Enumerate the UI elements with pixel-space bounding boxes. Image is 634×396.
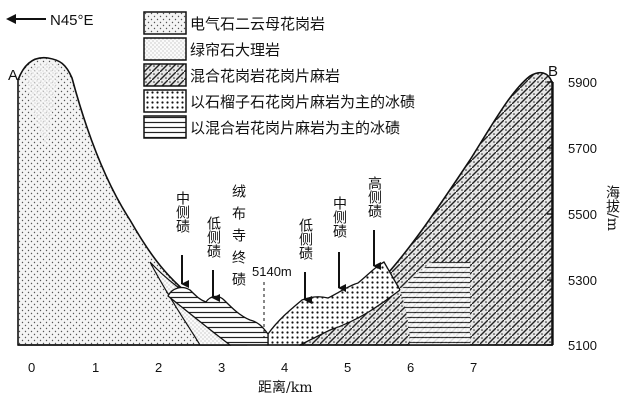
y-tick-label: 5700 xyxy=(568,141,597,156)
elevation-marker: 5140m xyxy=(252,264,292,338)
svg-text:低侧碛: 低侧碛 xyxy=(205,216,221,258)
x-tick-label: 5 xyxy=(344,360,351,375)
legend-label: 绿帘石大理岩 xyxy=(190,41,280,59)
y-tick-label: 5900 xyxy=(568,75,597,90)
left-mid-moraine-label: 中侧碛 xyxy=(174,191,190,288)
end-label-a: A xyxy=(8,67,18,84)
svg-text:中侧碛: 中侧碛 xyxy=(174,191,190,233)
legend-label: 以混合岩花岗片麻岩为主的冰碛 xyxy=(190,119,400,137)
legend-item-marble: 绿帘石大理岩 xyxy=(143,37,280,61)
direction-label: N45°E xyxy=(50,12,94,29)
x-tick-label: 0 xyxy=(28,360,35,375)
legend-swatch xyxy=(143,63,187,87)
legend: 电气石二云母花岗岩 绿帘石大理岩 混合花岗岩花岗片麻岩 以石榴子石花岗片麻岩为主… xyxy=(143,11,415,139)
elevation-label: 5140m xyxy=(252,264,292,279)
y-axis-label: 海拔/m xyxy=(604,185,620,231)
x-axis: 0 1 2 3 4 5 6 7 距离/km xyxy=(28,360,477,396)
right-mid-moraine-label: 中侧碛 xyxy=(331,196,347,292)
legend-item-moraine-garnet: 以石榴子石花岗片麻岩为主的冰碛 xyxy=(143,89,415,113)
x-tick-label: 1 xyxy=(92,360,99,375)
legend-swatch xyxy=(143,115,187,139)
x-axis-label: 距离/km xyxy=(258,379,312,396)
arrow-left-icon xyxy=(6,14,16,24)
x-tick-label: 4 xyxy=(281,360,288,375)
legend-label: 电气石二云母花岗岩 xyxy=(190,15,325,33)
right-low-moraine-label: 低侧碛 xyxy=(297,218,313,304)
y-tick-label: 5100 xyxy=(568,338,597,353)
legend-label: 以石榴子石花岗片麻岩为主的冰碛 xyxy=(190,93,415,111)
legend-swatch xyxy=(143,89,187,113)
legend-item-migmatite: 混合花岗岩花岗片麻岩 xyxy=(143,63,340,87)
svg-text:绒布寺终碛: 绒布寺终碛 xyxy=(230,184,246,294)
right-high-moraine-label: 高侧碛 xyxy=(366,175,382,270)
x-tick-label: 7 xyxy=(470,360,477,375)
svg-text:低侧碛: 低侧碛 xyxy=(297,218,313,260)
x-tick-label: 2 xyxy=(155,360,162,375)
end-label-b: B xyxy=(548,63,558,80)
y-axis: 5900 5700 5500 5300 5100 海拔/m xyxy=(547,75,620,353)
moraine-garnet-body xyxy=(267,261,401,346)
x-tick-label: 3 xyxy=(218,360,225,375)
moraine-annotations: 中侧碛 低侧碛 绒布寺终碛 5140m 低侧碛 中侧碛 高侧碛 xyxy=(174,175,382,338)
svg-text:中侧碛: 中侧碛 xyxy=(331,196,347,238)
svg-text:高侧碛: 高侧碛 xyxy=(366,175,382,218)
y-tick-label: 5300 xyxy=(568,273,597,288)
legend-swatch xyxy=(143,11,187,35)
left-low-moraine-label: 低侧碛 xyxy=(205,216,221,302)
moraine-mixed-right xyxy=(400,262,470,345)
direction-indicator: N45°E xyxy=(6,12,94,29)
granite-body xyxy=(17,56,232,346)
legend-item-granite: 电气石二云母花岗岩 xyxy=(143,11,325,35)
terminal-moraine-label: 绒布寺终碛 xyxy=(230,184,246,294)
legend-label: 混合花岗岩花岗片麻岩 xyxy=(190,67,340,85)
y-tick-label: 5500 xyxy=(568,207,597,222)
x-tick-label: 6 xyxy=(407,360,414,375)
cross-section xyxy=(17,56,553,346)
legend-item-moraine-mixed: 以混合岩花岗片麻岩为主的冰碛 xyxy=(143,115,400,139)
legend-swatch xyxy=(143,37,187,61)
